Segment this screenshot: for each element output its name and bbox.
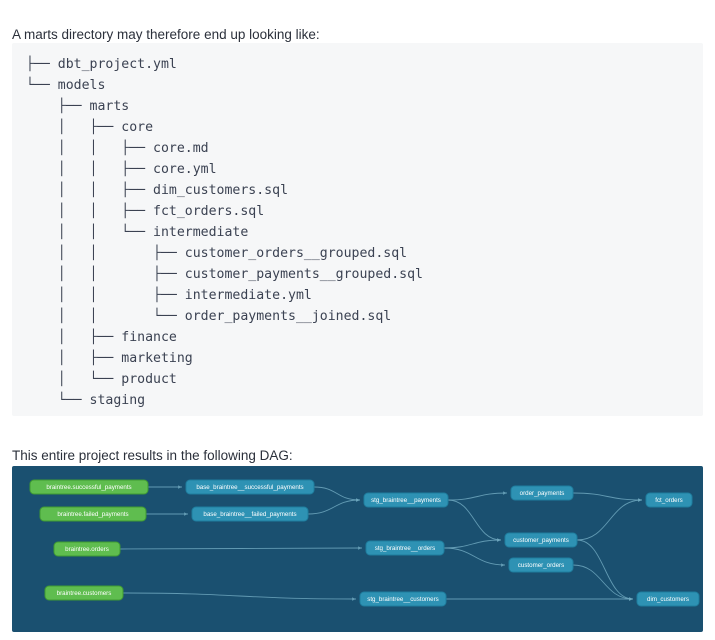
dag-node-label: customer_payments bbox=[513, 537, 569, 544]
dag-edge bbox=[576, 539, 634, 601]
dag-node-braintree_failed_payments[interactable]: braintree.failed_payments bbox=[39, 506, 147, 522]
dag-edge-layer bbox=[119, 485, 643, 601]
dag-node-label: customer_orders bbox=[518, 562, 564, 569]
intro-paragraph: A marts directory may therefore end up l… bbox=[12, 26, 320, 42]
dag-edge bbox=[572, 492, 643, 502]
dag-node-label: stg_braintree__orders bbox=[375, 545, 436, 552]
dag-node-box bbox=[191, 506, 309, 522]
dag-node-base_braintree__failed_payments[interactable]: base_braintree__failed_payments bbox=[191, 506, 309, 522]
dag-edge bbox=[447, 499, 502, 542]
dag-node-stg_braintree__customers[interactable]: stg_braintree__customers bbox=[359, 591, 447, 607]
dag-node-label: braintree.customers bbox=[57, 590, 112, 597]
dag-node-box bbox=[363, 492, 449, 508]
dag-node-label: stg_braintree__payments bbox=[371, 497, 441, 504]
dag-node-box bbox=[359, 591, 447, 607]
dag-node-box bbox=[508, 557, 574, 573]
dag-node-fct_orders[interactable]: fct_orders bbox=[645, 492, 693, 508]
dag-node-label: fct_orders bbox=[655, 497, 683, 504]
dag-node-stg_braintree__payments[interactable]: stg_braintree__payments bbox=[363, 492, 449, 508]
dag-node-order_payments[interactable]: order_payments bbox=[510, 485, 574, 501]
dag-node-box bbox=[53, 541, 121, 557]
dag-edge bbox=[572, 564, 634, 601]
dag-node-box bbox=[185, 479, 315, 495]
dag-edge bbox=[443, 547, 506, 567]
dag-edge bbox=[447, 491, 508, 501]
dag-node-label: base_braintree__failed_payments bbox=[203, 511, 296, 518]
dag-node-customer_payments[interactable]: customer_payments bbox=[504, 532, 578, 548]
dag-node-label: braintree.orders bbox=[65, 546, 109, 553]
dag-node-label: stg_braintree__customers bbox=[367, 596, 439, 603]
dag-node-label: braintree.failed_payments bbox=[57, 511, 128, 518]
dag-node-customer_orders[interactable]: customer_orders bbox=[508, 557, 574, 573]
dag-node-label: base_braintree__successful_payments bbox=[196, 484, 303, 491]
dag-node-stg_braintree__orders[interactable]: stg_braintree__orders bbox=[365, 540, 445, 556]
dag-node-box bbox=[645, 492, 693, 508]
dag-node-base_braintree__successful_payments[interactable]: base_braintree__successful_payments bbox=[185, 479, 315, 495]
dag-node-box bbox=[365, 540, 445, 556]
dag-node-box bbox=[636, 591, 700, 607]
directory-tree-text: ├── dbt_project.yml └── models ├── marts… bbox=[26, 57, 423, 408]
dag-node-label: dim_customers bbox=[647, 596, 689, 603]
dag-edge bbox=[443, 538, 502, 549]
dag-node-braintree_orders[interactable]: braintree.orders bbox=[53, 541, 121, 557]
dag-node-layer: braintree.successful_payments braintree.f… bbox=[29, 479, 700, 607]
dag-node-dim_customers[interactable]: dim_customers bbox=[636, 591, 700, 607]
dag-node-box bbox=[44, 585, 124, 601]
dag-edge bbox=[122, 592, 357, 601]
directory-tree-code-block: ├── dbt_project.yml └── models ├── marts… bbox=[12, 43, 703, 416]
dag-canvas[interactable]: braintree.successful_payments braintree.f… bbox=[12, 466, 703, 632]
dag-node-label: braintree.successful_payments bbox=[46, 484, 131, 491]
dag-node-box bbox=[510, 485, 574, 501]
dag-node-label: order_payments bbox=[520, 490, 565, 497]
dag-node-braintree_customers[interactable]: braintree.customers bbox=[44, 585, 124, 601]
dag-caption-paragraph: This entire project results in the follo… bbox=[12, 447, 293, 463]
dag-graph: braintree.successful_payments braintree.f… bbox=[29, 479, 700, 607]
dag-node-box bbox=[504, 532, 578, 548]
dag-node-braintree_successful_payments[interactable]: braintree.successful_payments bbox=[29, 479, 149, 495]
dag-node-box bbox=[39, 506, 147, 522]
dag-edge bbox=[307, 498, 361, 515]
dag-edge bbox=[119, 546, 363, 550]
dag-edge bbox=[313, 486, 361, 502]
dag-edge bbox=[576, 498, 643, 541]
dag-node-box bbox=[29, 479, 149, 495]
